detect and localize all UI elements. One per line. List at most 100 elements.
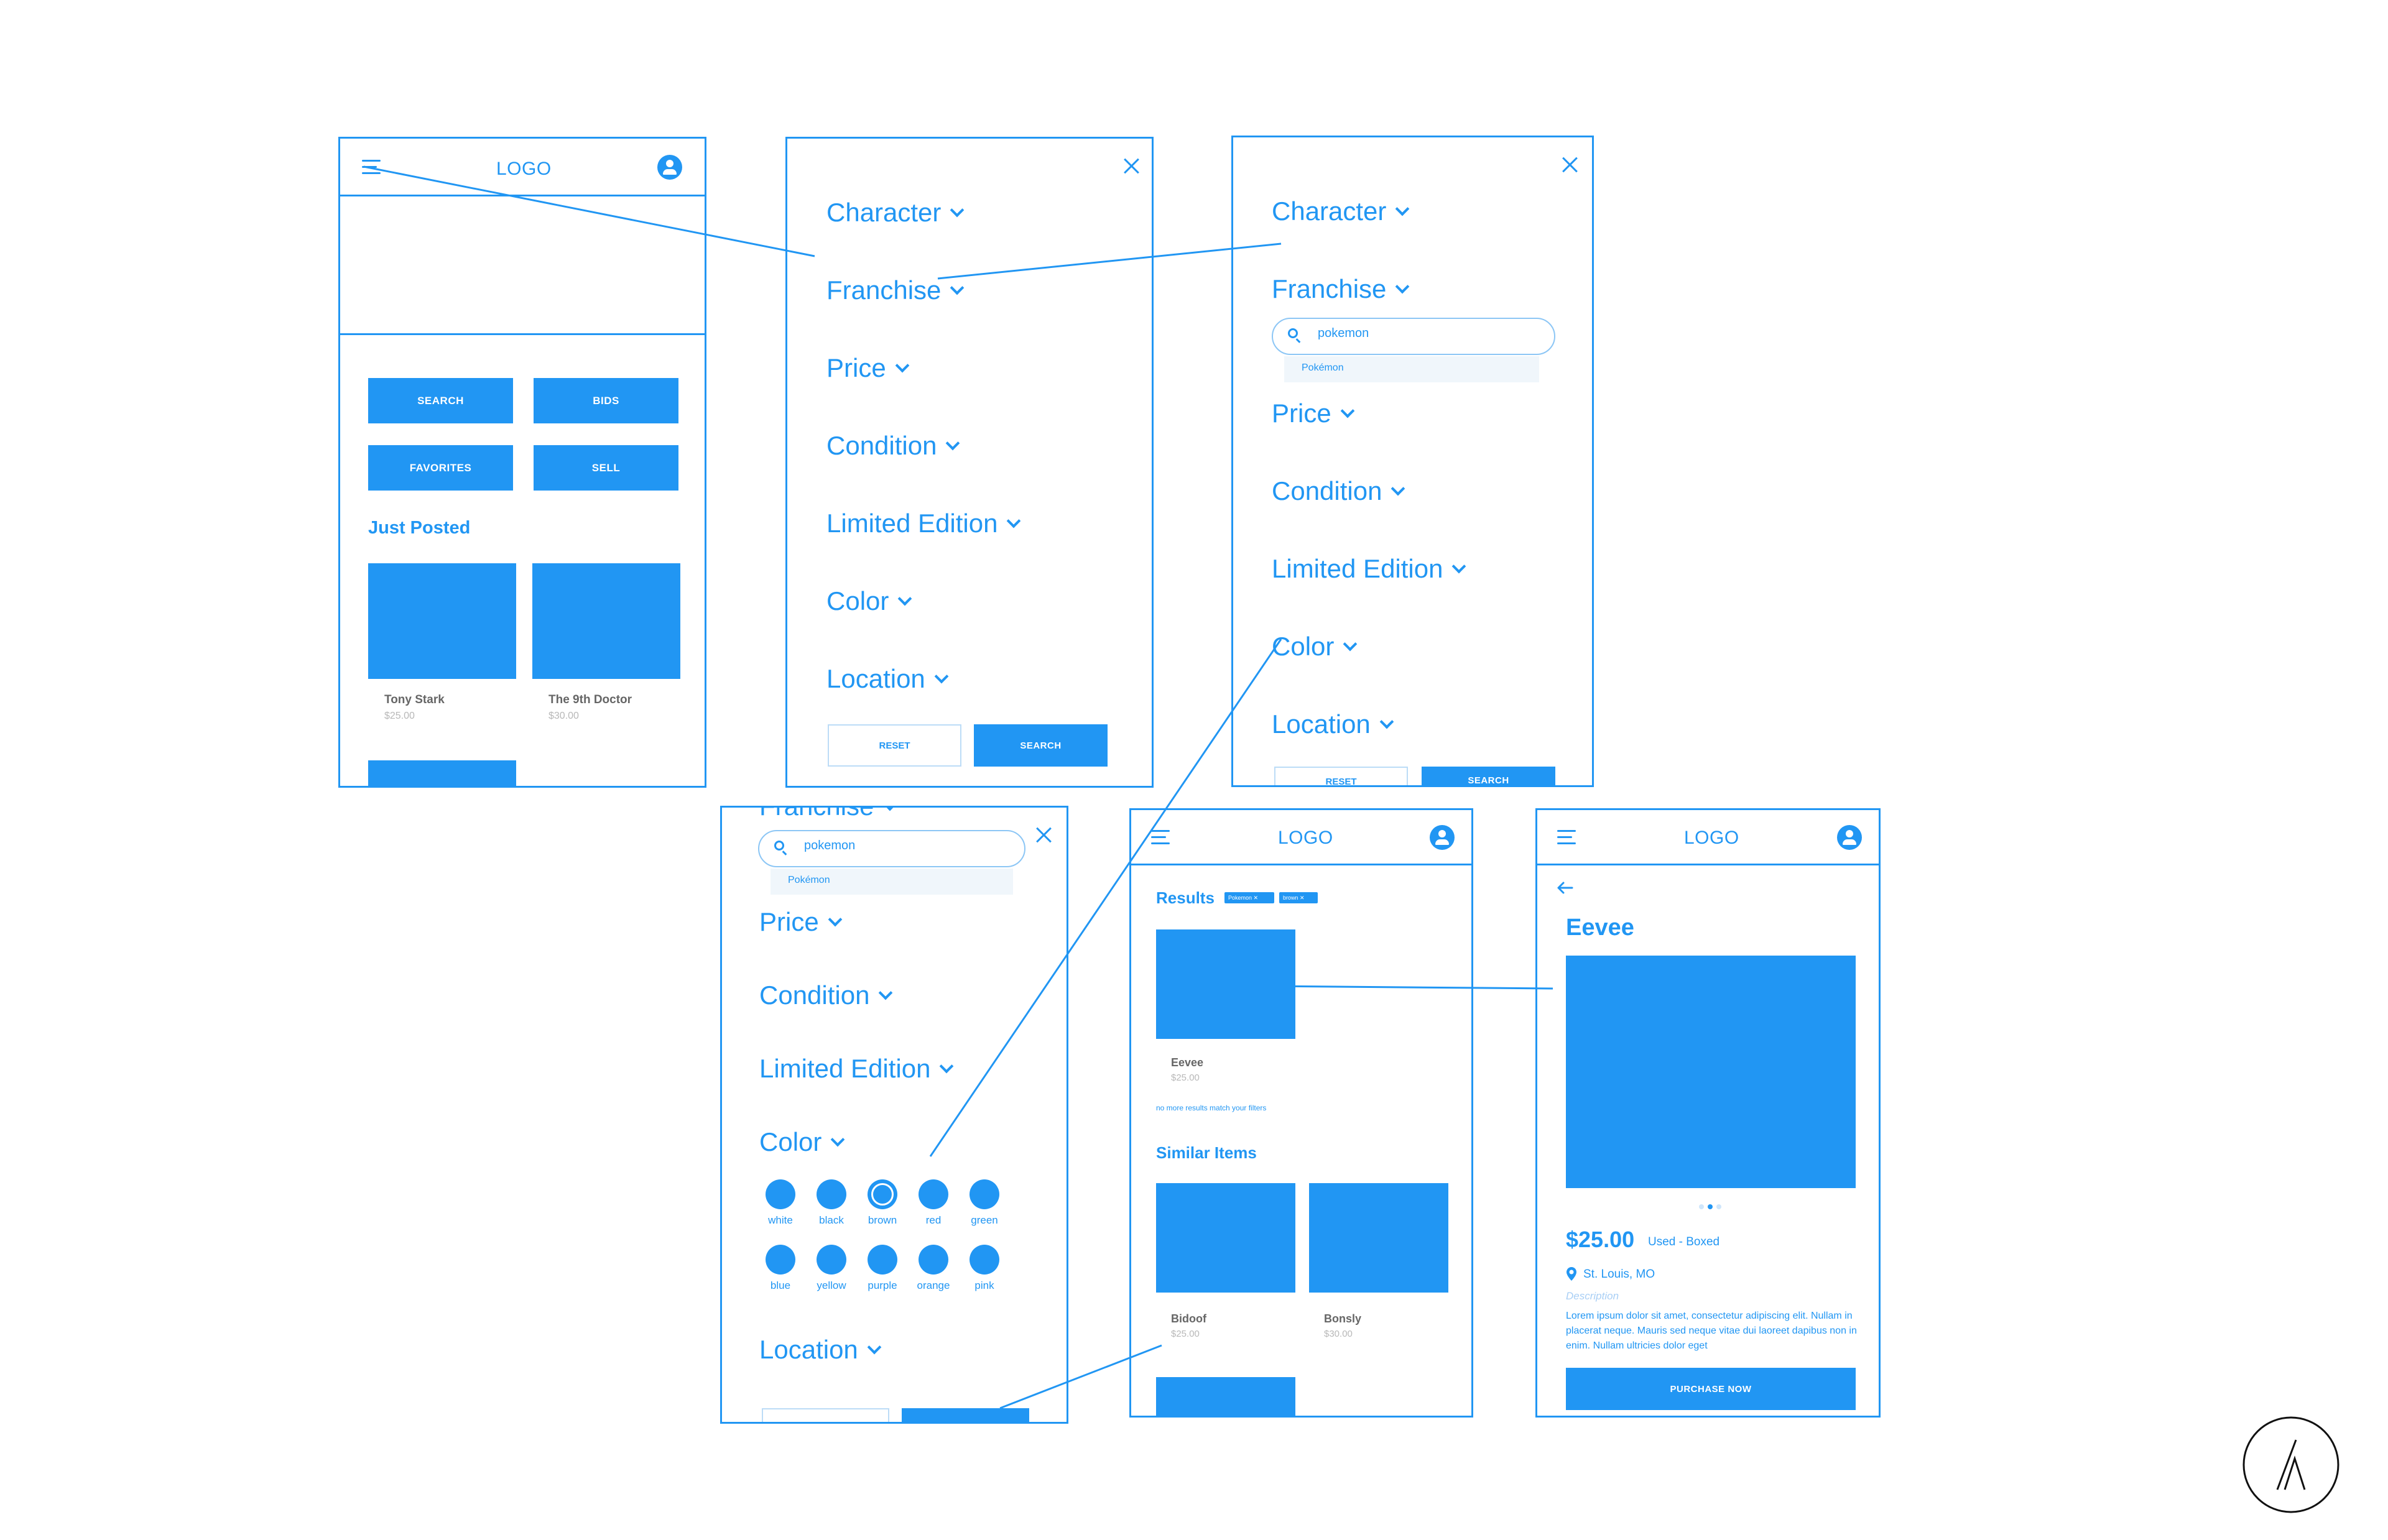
filter-color[interactable]: Color — [1272, 632, 1358, 662]
favorites-button[interactable]: FAVORITES — [368, 445, 513, 491]
color-swatch-yellow[interactable] — [817, 1245, 846, 1275]
close-icon[interactable] — [1123, 157, 1141, 175]
avatar-icon[interactable] — [1430, 825, 1455, 850]
filter-chip-pokemon[interactable]: Pokemon ✕ — [1224, 892, 1274, 903]
color-label: pink — [974, 1279, 994, 1291]
search-button[interactable]: SEARCH — [368, 378, 513, 423]
reset-button[interactable] — [762, 1408, 889, 1422]
color-swatch-purple[interactable] — [868, 1245, 897, 1275]
item-title[interactable]: Bidoof — [1171, 1312, 1206, 1325]
item-image[interactable] — [368, 563, 516, 679]
screen-results: LOGO Results Pokemon ✕ brown ✕ Eevee $25… — [1129, 808, 1473, 1418]
filter-color[interactable]: Color — [759, 1127, 845, 1157]
filter-condition[interactable]: Condition — [759, 980, 893, 1010]
filter-label: Color — [759, 1127, 822, 1156]
color-label: black — [819, 1214, 844, 1226]
chevron-down-icon — [1452, 559, 1466, 574]
results-title: Results — [1156, 888, 1215, 907]
hamburger-menu-icon[interactable] — [362, 160, 381, 175]
screen-franchise-search: Character Franchise pokemon Pokémon Pric… — [1231, 136, 1594, 787]
filter-label: Price — [1272, 399, 1331, 428]
filter-chip-brown[interactable]: brown ✕ — [1279, 892, 1318, 903]
similar-item-image[interactable] — [1156, 1183, 1295, 1293]
hamburger-menu-icon[interactable] — [1151, 830, 1170, 845]
color-swatch-blue[interactable] — [766, 1245, 795, 1275]
filter-location[interactable]: Location — [1272, 709, 1394, 739]
suggestion-item[interactable]: Pokémon — [771, 869, 1013, 895]
filter-condition[interactable]: Condition — [826, 431, 960, 461]
item-title[interactable]: The 9th Doctor — [548, 693, 632, 706]
chevron-down-icon — [950, 280, 965, 295]
reset-button[interactable]: RESET — [1274, 767, 1408, 785]
search-button[interactable] — [902, 1408, 1029, 1422]
color-swatch-green[interactable] — [970, 1179, 999, 1209]
filter-limited-edition[interactable]: Limited Edition — [826, 509, 1021, 538]
location-pin-icon — [1567, 1267, 1576, 1281]
franchise-search-input[interactable]: pokemon — [1272, 318, 1555, 355]
filter-limited-edition[interactable]: Limited Edition — [1272, 554, 1466, 584]
filter-franchise[interactable]: Franchise — [759, 808, 897, 821]
filter-character[interactable]: Character — [826, 198, 965, 228]
filter-price[interactable]: Price — [826, 353, 910, 383]
filter-price[interactable]: Price — [759, 907, 843, 937]
result-item-image[interactable] — [1156, 929, 1295, 1039]
franchise-search-input[interactable]: pokemon — [758, 830, 1025, 867]
filter-limited-edition[interactable]: Limited Edition — [759, 1054, 954, 1084]
filter-character[interactable]: Character — [1272, 196, 1410, 226]
color-label: yellow — [817, 1279, 846, 1291]
chevron-down-icon — [1395, 201, 1410, 216]
search-button[interactable]: SEARCH — [974, 724, 1108, 767]
carousel-dot-active[interactable] — [1708, 1204, 1713, 1209]
suggestion-item[interactable]: Pokémon — [1284, 356, 1539, 382]
purchase-now-button[interactable]: PURCHASE NOW — [1566, 1368, 1856, 1410]
color-label: brown — [868, 1214, 897, 1226]
filter-color[interactable]: Color — [826, 586, 912, 616]
reset-button[interactable]: RESET — [828, 724, 961, 767]
color-swatch-black[interactable] — [817, 1179, 846, 1209]
item-title[interactable]: Eevee — [1171, 1056, 1204, 1069]
chevron-down-icon — [1379, 714, 1394, 729]
color-label: purple — [868, 1279, 897, 1291]
item-image[interactable] — [368, 760, 516, 786]
similar-item-image[interactable] — [1156, 1377, 1295, 1416]
item-image[interactable] — [1566, 956, 1856, 1188]
hamburger-menu-icon[interactable] — [1557, 830, 1576, 845]
filter-price[interactable]: Price — [1272, 399, 1355, 428]
color-swatch-white[interactable] — [766, 1179, 795, 1209]
bids-button[interactable]: BIDS — [534, 378, 678, 423]
item-title[interactable]: Tony Stark — [384, 693, 445, 706]
item-title[interactable]: Bonsly — [1324, 1312, 1362, 1325]
color-swatch-red[interactable] — [919, 1179, 948, 1209]
filter-condition[interactable]: Condition — [1272, 476, 1405, 506]
filter-location[interactable]: Location — [759, 1335, 882, 1365]
screen-home: LOGO SEARCH BIDS FAVORITES SELL Just Pos… — [338, 137, 706, 788]
carousel-dot[interactable] — [1716, 1204, 1721, 1209]
search-icon — [1288, 328, 1298, 338]
item-image[interactable] — [532, 563, 680, 679]
filter-label: Location — [826, 664, 925, 693]
chevron-down-icon — [828, 912, 843, 927]
color-swatch-pink[interactable] — [970, 1245, 999, 1275]
back-arrow-icon[interactable] — [1556, 881, 1573, 895]
filter-location[interactable]: Location — [826, 664, 949, 694]
similar-item-image[interactable] — [1309, 1183, 1448, 1293]
avatar-icon[interactable] — [1837, 825, 1862, 850]
filter-label: Franchise — [826, 275, 942, 305]
avatar-icon[interactable] — [657, 155, 682, 180]
filter-label: Franchise — [1272, 274, 1387, 303]
item-price: $25.00 — [384, 711, 415, 721]
close-icon[interactable] — [1562, 156, 1579, 173]
chevron-down-icon — [1007, 514, 1021, 528]
chevron-down-icon — [1340, 403, 1355, 418]
color-label: red — [925, 1214, 942, 1226]
sell-button[interactable]: SELL — [534, 445, 678, 491]
close-icon[interactable] — [1035, 826, 1053, 844]
filter-franchise[interactable]: Franchise — [1272, 274, 1410, 304]
color-swatch-orange[interactable] — [919, 1245, 948, 1275]
color-swatch-brown[interactable] — [868, 1179, 897, 1209]
carousel-dot[interactable] — [1699, 1204, 1704, 1209]
filter-franchise[interactable]: Franchise — [826, 275, 965, 305]
search-button[interactable]: SEARCH — [1422, 767, 1555, 785]
filter-label: Limited Edition — [759, 1054, 931, 1083]
filter-label: Location — [759, 1335, 858, 1364]
